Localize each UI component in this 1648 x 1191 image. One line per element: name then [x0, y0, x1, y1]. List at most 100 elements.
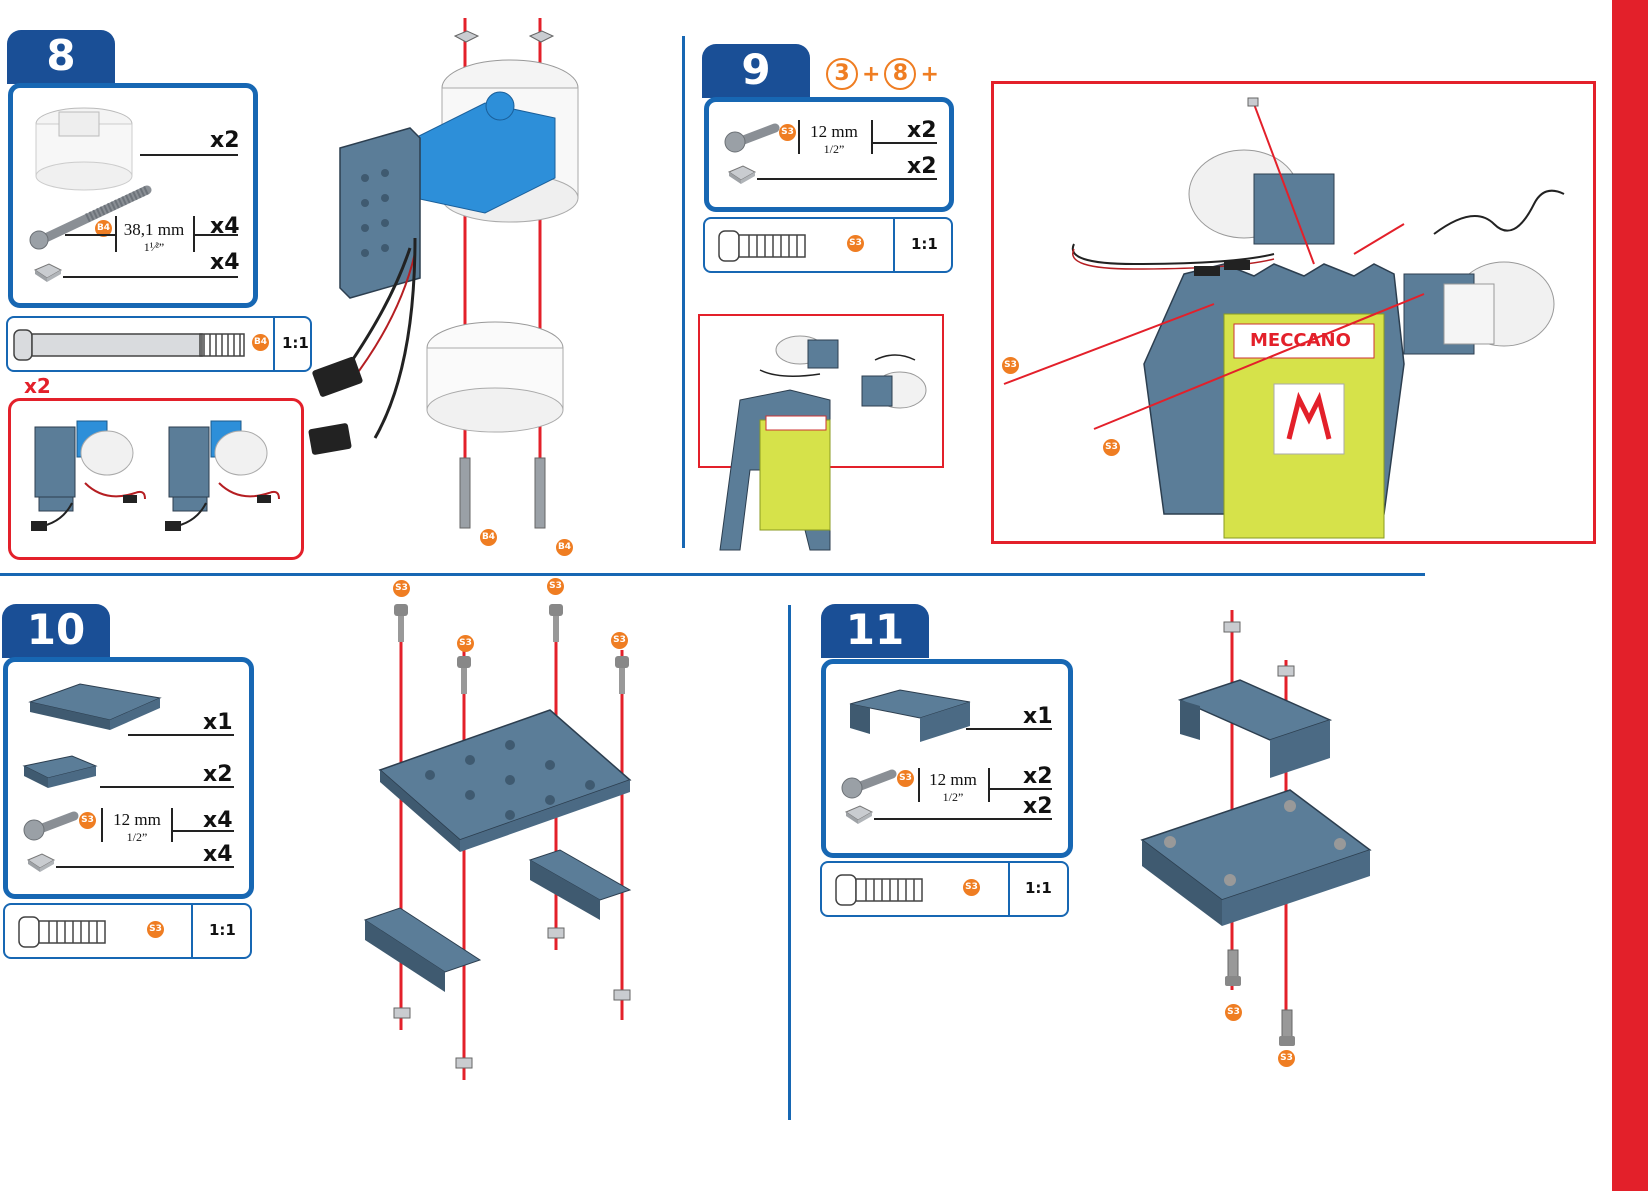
step-9-scale-box: S3 1:1 — [703, 217, 953, 273]
step-10-bracket-qty: x2 — [203, 762, 233, 787]
square-nut-icon — [727, 164, 757, 186]
step-10-plate-qty: x1 — [203, 710, 233, 735]
step-9-scale-ratio: 1:1 — [911, 235, 938, 253]
step-10-callout-badge-4: S3 — [611, 632, 628, 649]
short-bolt-scale-icon — [836, 873, 926, 907]
short-bolt-icon — [723, 122, 783, 154]
bolt-length-metric: 12 mm — [113, 810, 161, 829]
step-10-scale-ratio: 1:1 — [209, 921, 236, 939]
step-11-bolt-badge: S3 — [897, 770, 914, 787]
bolt-length-metric: 12 mm — [929, 770, 977, 789]
step-9-parts-box: S3 12 mm 1/2” x2 x2 — [704, 97, 954, 212]
step-8-scale-box: B4 1:1 — [6, 316, 312, 372]
short-bolt-scale-icon — [19, 915, 109, 949]
step-8-number: 8 — [7, 30, 115, 84]
step-8-callout-badge-1: B4 — [480, 529, 497, 546]
step-11-number: 11 — [821, 604, 929, 658]
step-10-scale-badge: S3 — [147, 921, 164, 938]
step-11-parts-box: x1 S3 12 mm 1/2” x2 x2 — [821, 659, 1073, 858]
step-8-parts-box: x2 B4 38,1 mm 1¹⁄²” x4 x4 — [8, 83, 258, 308]
leader-line — [798, 120, 800, 154]
bolt-length-imperial: 1/2” — [920, 790, 986, 805]
leader-line — [63, 276, 238, 278]
plate-icon — [20, 680, 170, 740]
step-8-scale-ratio: 1:1 — [282, 334, 309, 352]
bolt-length-imperial: 1/2” — [104, 830, 170, 845]
step-11-scale-ratio: 1:1 — [1025, 879, 1052, 897]
step-8-bolt-qty: x4 — [210, 214, 240, 239]
step-10-bolt-badge: S3 — [79, 812, 96, 829]
step-9-bolt-badge: S3 — [779, 124, 796, 141]
step-9-bolt-length: 12 mm 1/2” — [801, 122, 867, 157]
step-8-scale-badge: B4 — [252, 334, 269, 351]
leader-line — [988, 768, 990, 802]
step-10-callout-badge-3: S3 — [547, 578, 564, 595]
servo-assembly-preview-right — [161, 413, 281, 543]
column-divider-top — [682, 36, 685, 548]
scale-divider — [273, 318, 275, 370]
page-edge-tab — [1612, 0, 1648, 1191]
prereq-step-3: 3 — [826, 58, 858, 90]
prereq-plus-1: + — [862, 62, 880, 87]
leader-line — [871, 120, 873, 154]
step-10-nut-qty: x4 — [203, 842, 233, 867]
step-8-housing-qty: x2 — [210, 128, 240, 153]
short-bolt-icon — [840, 768, 900, 800]
step-9-callout-badge-1: S3 — [1002, 357, 1019, 374]
step-9-prerequisites: 3 + 8 + — [826, 58, 939, 90]
bolt-length-metric: 38,1 mm — [124, 220, 184, 239]
step-9-overview-diagram — [700, 330, 940, 560]
prereq-plus-2: + — [920, 62, 938, 87]
servo-housing-icon — [29, 102, 149, 192]
row-divider — [0, 573, 1425, 576]
column-divider-bottom — [788, 605, 791, 1120]
step-11-callout-badge-1: S3 — [1225, 1004, 1242, 1021]
bolt-length-imperial: 1/2” — [801, 142, 867, 157]
step-9-nut-qty: x2 — [907, 154, 937, 179]
step-11-bolt-qty: x2 — [1023, 764, 1053, 789]
step-10-bolt-length: 12 mm 1/2” — [104, 810, 170, 845]
step-9-detail-diagram: MECCANO — [994, 84, 1590, 538]
step-8-exploded-diagram — [320, 18, 620, 558]
scale-divider — [893, 219, 895, 271]
scale-divider — [1008, 863, 1010, 915]
step-9-number: 9 — [702, 44, 810, 98]
short-bolt-icon — [22, 810, 82, 842]
step-9-scale-badge: S3 — [847, 235, 864, 252]
leader-line — [140, 154, 238, 156]
leader-line — [171, 808, 173, 842]
step-8-bolt-length: 38,1 mm 1¹⁄²” — [119, 220, 189, 255]
square-nut-icon — [844, 804, 874, 826]
square-nut-icon — [26, 852, 56, 874]
scale-divider — [191, 905, 193, 957]
servo-assembly-preview-left — [27, 413, 147, 543]
step-10-number: 10 — [2, 604, 110, 658]
leader-line — [65, 234, 115, 236]
step-10-bolt-qty: x4 — [203, 808, 233, 833]
step-11-bracket-qty: x1 — [1023, 704, 1053, 729]
leader-line — [115, 216, 117, 252]
step-8-repeat-qty: x2 — [24, 374, 51, 398]
step-10-scale-box: S3 1:1 — [3, 903, 252, 959]
svg-text:MECCANO: MECCANO — [1250, 330, 1351, 351]
long-bolt-scale-icon — [14, 328, 254, 362]
bolt-length-metric: 12 mm — [810, 122, 858, 141]
step-9-bolt-qty: x2 — [907, 118, 937, 143]
step-10-callout-badge-2: S3 — [457, 635, 474, 652]
step-8-result-box — [8, 398, 304, 560]
prereq-step-8: 8 — [884, 58, 916, 90]
bracket-icon — [22, 752, 102, 792]
step-11-exploded-diagram — [1140, 610, 1380, 1050]
step-10-parts-box: x1 x2 S3 12 mm 1/2” x4 x4 — [3, 657, 254, 899]
step-11-scale-badge: S3 — [963, 879, 980, 896]
step-8-callout-badge-2: B4 — [556, 539, 573, 556]
step-11-scale-box: S3 1:1 — [820, 861, 1069, 917]
u-bracket-icon — [840, 686, 980, 746]
short-bolt-scale-icon — [719, 229, 809, 263]
bolt-length-imperial: 1¹⁄²” — [119, 240, 189, 255]
step-11-callout-badge-2: S3 — [1278, 1050, 1295, 1067]
step-9-callout-badge-2: S3 — [1103, 439, 1120, 456]
square-nut-icon — [33, 262, 63, 284]
step-11-nut-qty: x2 — [1023, 794, 1053, 819]
leader-line — [101, 808, 103, 842]
